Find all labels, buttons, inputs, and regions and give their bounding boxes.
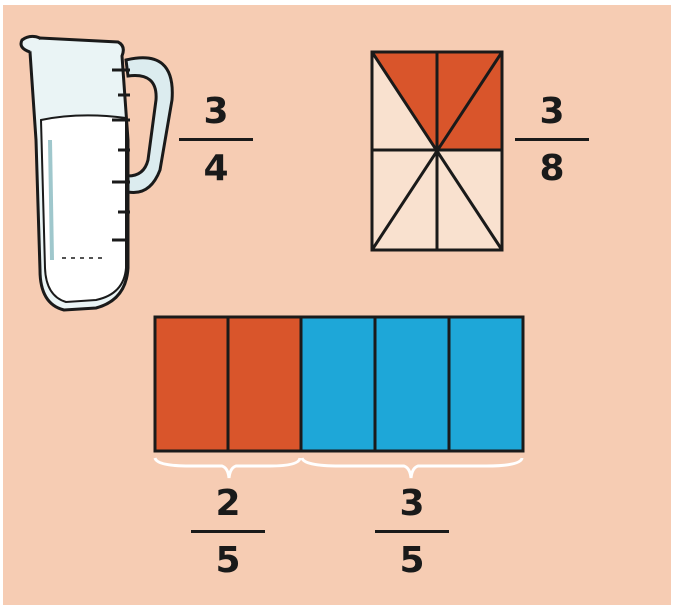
orange-numerator: 2 — [188, 484, 268, 524]
pitcher-denominator: 4 — [176, 149, 256, 189]
blue-denominator: 5 — [372, 541, 452, 581]
square-numerator: 3 — [512, 92, 592, 132]
orange-brace — [155, 458, 300, 478]
bar-part-3 — [301, 317, 375, 451]
bar-part-4 — [375, 317, 449, 451]
bar-part-1 — [155, 317, 228, 451]
bar-part-5 — [449, 317, 523, 451]
eighths-square — [372, 52, 502, 250]
pitcher-numerator: 3 — [176, 92, 256, 132]
fifths-bar — [155, 317, 523, 478]
orange-denominator: 5 — [188, 541, 268, 581]
fraction-bar — [179, 138, 253, 141]
orange-part-fraction: 2 5 — [188, 484, 268, 581]
pitcher-fraction: 3 4 — [176, 92, 256, 189]
blue-numerator: 3 — [372, 484, 452, 524]
milk-fill — [41, 115, 126, 302]
fraction-bar — [515, 138, 589, 141]
fraction-bar — [191, 530, 265, 533]
blue-part-fraction: 3 5 — [372, 484, 452, 581]
pitcher-handle — [126, 58, 172, 193]
fraction-bar — [375, 530, 449, 533]
bar-part-2 — [228, 317, 301, 451]
measuring-pitcher-icon — [21, 36, 172, 310]
square-denominator: 8 — [512, 149, 592, 189]
square-fraction: 3 8 — [512, 92, 592, 189]
blue-brace — [302, 458, 522, 478]
